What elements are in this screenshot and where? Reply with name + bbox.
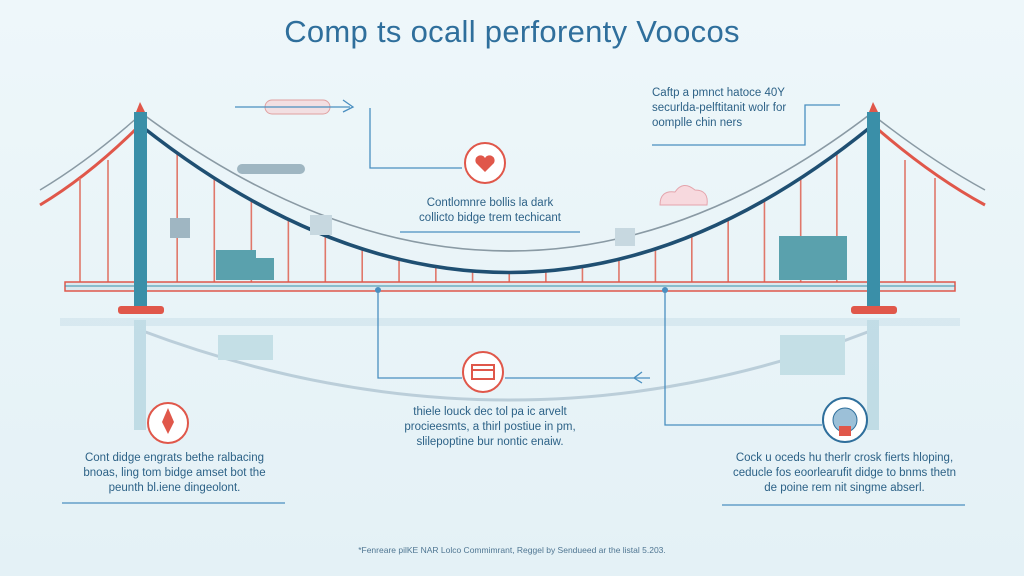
callout-line: peunth bl.iene dingeolont. [108, 482, 241, 494]
callout-bottom-right: Cock u oceds hu therlr crosk fierts hlop… [712, 451, 977, 496]
main-cable [138, 123, 875, 275]
callout-top-right: Caftp a pmnct hatoce 40Y securlda-pelfti… [652, 86, 822, 131]
callout-middle: thiele louck dec tol pa ic arvelt procie… [375, 405, 605, 450]
callout-top-center: Contlomnre bollis la dark collicto bidge… [395, 196, 585, 226]
callout-line: Cont didge engrats bethe ralbacing [84, 452, 264, 464]
heart-badge-icon [464, 142, 506, 184]
tower-right [851, 102, 897, 314]
callout-line: oomplle chin ners [652, 117, 743, 129]
water-reflection [60, 318, 960, 430]
callout-line: thiele louck dec tol pa ic arvelt [413, 406, 567, 418]
container [779, 236, 847, 280]
side-cable-right [872, 123, 986, 207]
rocket-badge-icon [147, 402, 189, 444]
callout-line: Cock u oceds hu therlr crosk fierts hlop… [735, 452, 954, 464]
toolbox-badge-icon [462, 351, 504, 393]
callout-line: Caftp a pmnct hatoce 40Y [652, 87, 785, 99]
banner-bar [237, 164, 305, 174]
callout-line: Contlomnre bollis la dark [426, 197, 554, 209]
callout-line: procieesmts, a thirl postiue in pm, [404, 421, 576, 433]
callout-line: ceducle fos eoorlearufit didge to bnms t… [732, 467, 957, 479]
globe-badge-icon [822, 397, 868, 443]
side-cable-left [39, 123, 142, 207]
callout-line: bnoas, ling tom bidge amset bot the [83, 467, 266, 479]
upper-cable [139, 111, 874, 252]
callout-line: de poine rem nit singme abserl. [764, 482, 925, 494]
callout-bottom-left: Cont didge engrats bethe ralbacing bnoas… [52, 451, 297, 496]
tower-left [118, 102, 164, 314]
cloud-icon [659, 185, 708, 206]
page-title: Comp ts ocall perforenty Voocos [284, 14, 740, 49]
truck [216, 250, 274, 280]
sign-icon [170, 218, 190, 238]
footer-note: *Fenreare pilKE NAR Lolco Commimrant, Re… [358, 545, 666, 555]
callout-line: securlda-pelftitanit wolr for [652, 102, 787, 114]
connector-lines [62, 99, 965, 506]
callout-line: collicto bidge trem techicant [419, 212, 561, 224]
callout-line: slilepoptine bur nontic enaiw. [416, 436, 564, 448]
